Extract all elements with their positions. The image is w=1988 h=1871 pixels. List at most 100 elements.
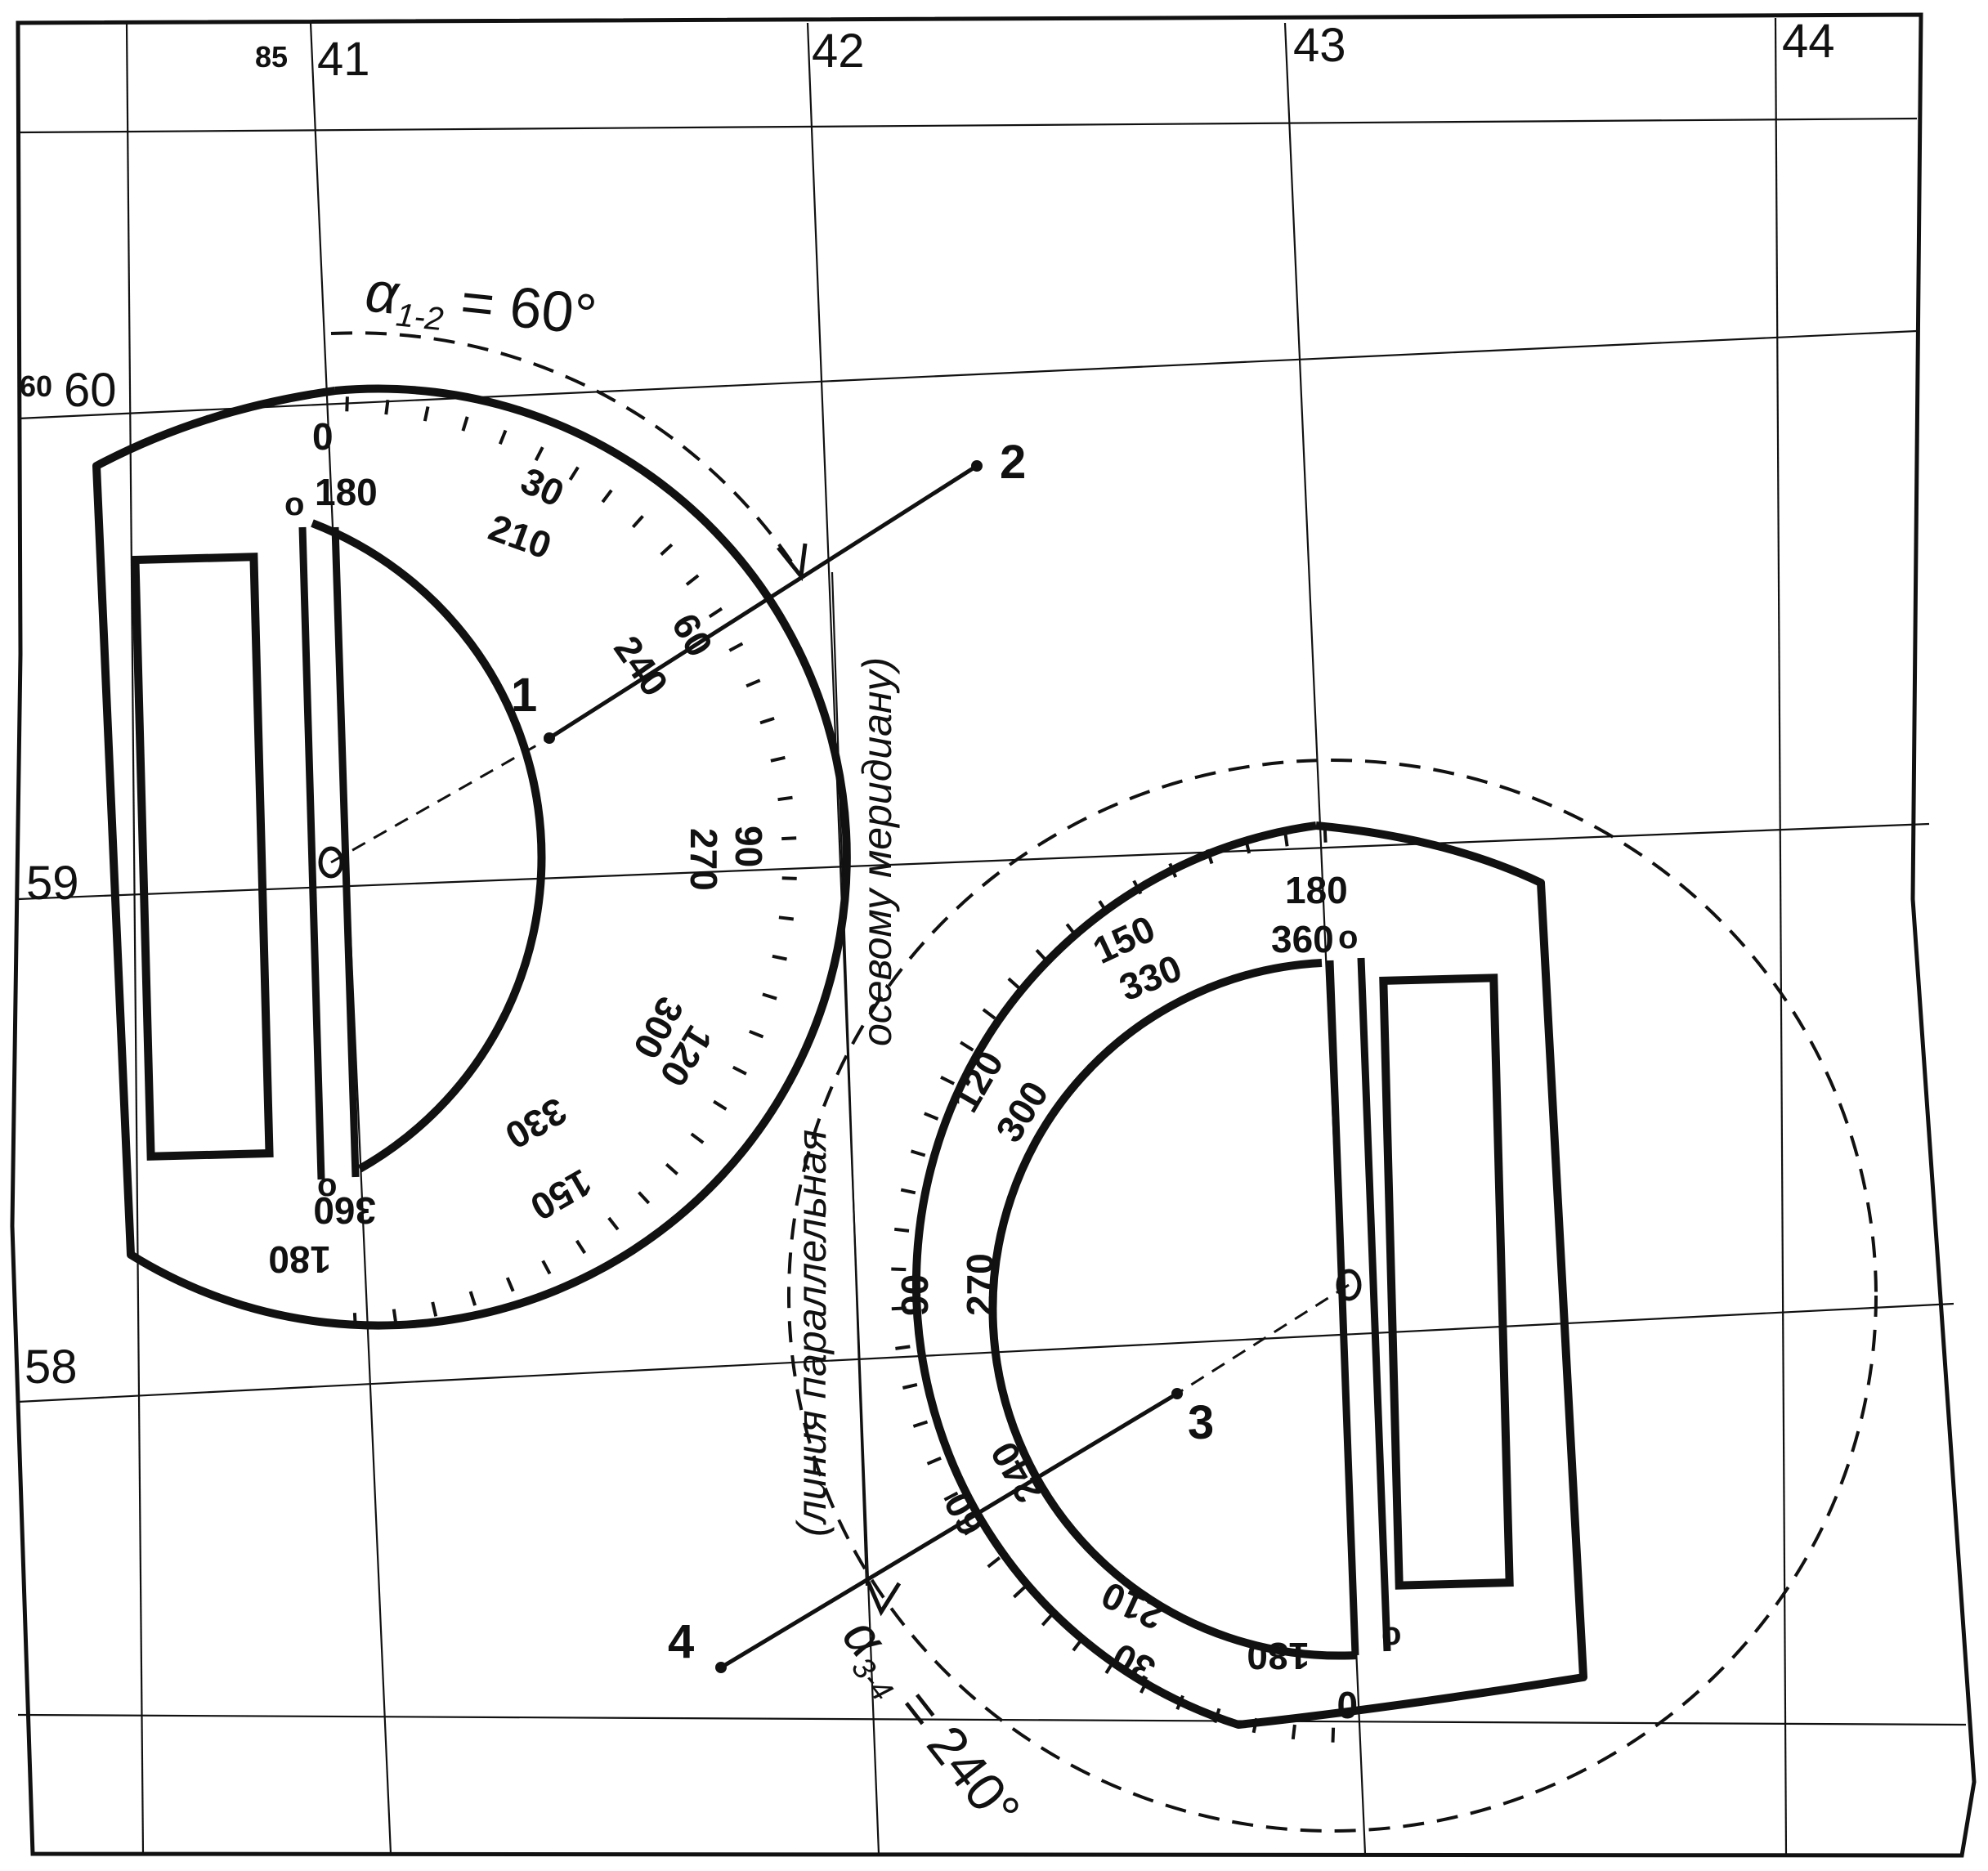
protractor-1-outer-label: 150 bbox=[523, 1161, 598, 1229]
scale-tick bbox=[568, 466, 580, 481]
scale-tick bbox=[1065, 923, 1077, 938]
protractor-2-inner-label: 210 bbox=[1095, 1573, 1171, 1639]
corner-northing-prefix: 60 bbox=[20, 369, 52, 403]
scale-tick bbox=[1213, 1708, 1221, 1724]
scale-tick bbox=[960, 1041, 974, 1052]
scale-tick bbox=[1072, 1637, 1084, 1652]
protractor-1-inner-label: 180 bbox=[315, 471, 378, 513]
scale-tick bbox=[777, 795, 793, 802]
scale-tick bbox=[1132, 880, 1143, 895]
scale-tick bbox=[895, 1345, 911, 1350]
protractor-1-window bbox=[131, 553, 274, 1161]
protractor-1-inner-label: 210 bbox=[483, 506, 557, 567]
scale-tick bbox=[575, 1239, 587, 1255]
grid-line-horizontal bbox=[17, 1302, 1954, 1403]
scale-tick bbox=[891, 1267, 907, 1272]
point-3-marker bbox=[1171, 1388, 1183, 1399]
axis-parallel-line bbox=[831, 571, 868, 1587]
scale-tick bbox=[770, 755, 786, 763]
scale-tick bbox=[541, 1260, 552, 1275]
protractor-2-body bbox=[911, 821, 1587, 1729]
northing-label-59: 59 bbox=[26, 857, 79, 910]
easting-label-41: 41 bbox=[317, 33, 370, 86]
protractor-1-ruler-edge bbox=[298, 526, 360, 1180]
scale-tick bbox=[900, 1188, 916, 1195]
km-grid bbox=[17, 17, 1967, 1856]
scale-tick bbox=[638, 1191, 651, 1205]
grid-line-horizontal bbox=[17, 1713, 1967, 1726]
scale-tick bbox=[468, 1291, 477, 1306]
protractor-1-ticks bbox=[345, 396, 797, 1328]
scale-tick bbox=[1035, 949, 1048, 962]
protractor-2-ring-mark: o bbox=[1338, 920, 1358, 956]
scale-tick bbox=[384, 399, 390, 415]
angle-subscript: 1-2 bbox=[394, 297, 445, 338]
scale-tick bbox=[1013, 1586, 1026, 1599]
arc-arrowhead-3-4 bbox=[866, 1581, 902, 1617]
scale-tick bbox=[1104, 1659, 1116, 1674]
angle-arcs bbox=[330, 331, 1878, 1833]
scale-tick bbox=[505, 1277, 515, 1292]
point-markers bbox=[544, 460, 1183, 1673]
scale-tick bbox=[902, 1382, 918, 1390]
protractor-1-body bbox=[92, 384, 851, 1330]
scale-tick bbox=[1175, 1694, 1184, 1710]
protractor-2: 0 180 150 120 90 60 30 360 330 300 270 2… bbox=[891, 821, 1587, 1743]
protractor-1: 0 30 60 90 120 150 180 180 210 240 270 3… bbox=[92, 384, 851, 1330]
scale-tick bbox=[1041, 1613, 1054, 1627]
protractor-2-inner-label: 360 bbox=[1271, 918, 1334, 960]
protractor-2-outer-label: 90 bbox=[893, 1274, 936, 1316]
grid-line-vertical bbox=[125, 22, 145, 1855]
point-1-marker bbox=[544, 732, 555, 744]
scale-tick bbox=[749, 1029, 764, 1039]
direction-lines bbox=[330, 463, 1350, 1670]
point-4-marker bbox=[715, 1662, 727, 1673]
scale-tick bbox=[1251, 1717, 1259, 1734]
protractor-1-outer-label: 90 bbox=[728, 826, 770, 867]
axis-note-line-1: (линия параллельная bbox=[789, 1130, 835, 1537]
scale-tick bbox=[1007, 977, 1021, 990]
protractor-2-inner-scale bbox=[988, 959, 1358, 1660]
scale-tick bbox=[728, 642, 744, 652]
scale-tick bbox=[926, 1456, 942, 1466]
protractor-2-zero-mark: 0 bbox=[1337, 1684, 1358, 1726]
grid-line-horizontal bbox=[17, 822, 1930, 901]
scale-tick bbox=[631, 515, 644, 529]
map-sheet-border bbox=[10, 12, 1977, 1858]
angle-label-1-2: α1-2 = 60° bbox=[362, 259, 600, 353]
point-labels: 1 2 3 4 bbox=[511, 436, 1214, 1668]
scale-tick bbox=[1291, 1724, 1296, 1740]
scale-tick bbox=[778, 915, 795, 921]
angle-value: = 240° bbox=[878, 1666, 1032, 1839]
scale-tick bbox=[940, 1076, 955, 1085]
point-3-label: 3 bbox=[1188, 1396, 1214, 1449]
grid-line-horizontal bbox=[17, 117, 1918, 134]
protractor-2-window bbox=[1379, 974, 1514, 1590]
northing-label-60: 60 bbox=[64, 364, 117, 417]
protractor-1-ring-mark: o bbox=[284, 486, 304, 522]
scale-tick bbox=[762, 992, 777, 1000]
scale-tick bbox=[461, 416, 469, 432]
grid-line-vertical bbox=[1774, 17, 1788, 1856]
angle-label-3-4: α3-4 = 240° bbox=[826, 1606, 1032, 1844]
scale-tick bbox=[912, 1420, 929, 1428]
protractor-2-inner-label: 270 bbox=[959, 1253, 1001, 1316]
scale-tick bbox=[1283, 831, 1289, 847]
protractor-2-ring-mark: o bbox=[1381, 1616, 1401, 1652]
scale-tick bbox=[665, 1162, 678, 1175]
scale-tick bbox=[781, 836, 797, 841]
easting-label-42: 42 bbox=[812, 25, 865, 78]
scale-tick bbox=[943, 1491, 959, 1502]
scale-tick bbox=[392, 1309, 398, 1324]
protractor-1-inner-label: 330 bbox=[499, 1090, 574, 1157]
protractor-2-outer-label: 180 bbox=[1285, 869, 1348, 911]
protractor-1-center-hole bbox=[318, 846, 344, 879]
grid-line-horizontal bbox=[17, 329, 1918, 420]
easting-label-44: 44 bbox=[1782, 15, 1835, 68]
scale-tick bbox=[1244, 838, 1251, 854]
angle-arc-1-2 bbox=[330, 331, 803, 578]
scale-tick bbox=[534, 446, 544, 462]
scale-tick bbox=[690, 1132, 705, 1144]
scale-tick bbox=[982, 1008, 996, 1020]
scale-tick bbox=[732, 1065, 747, 1076]
